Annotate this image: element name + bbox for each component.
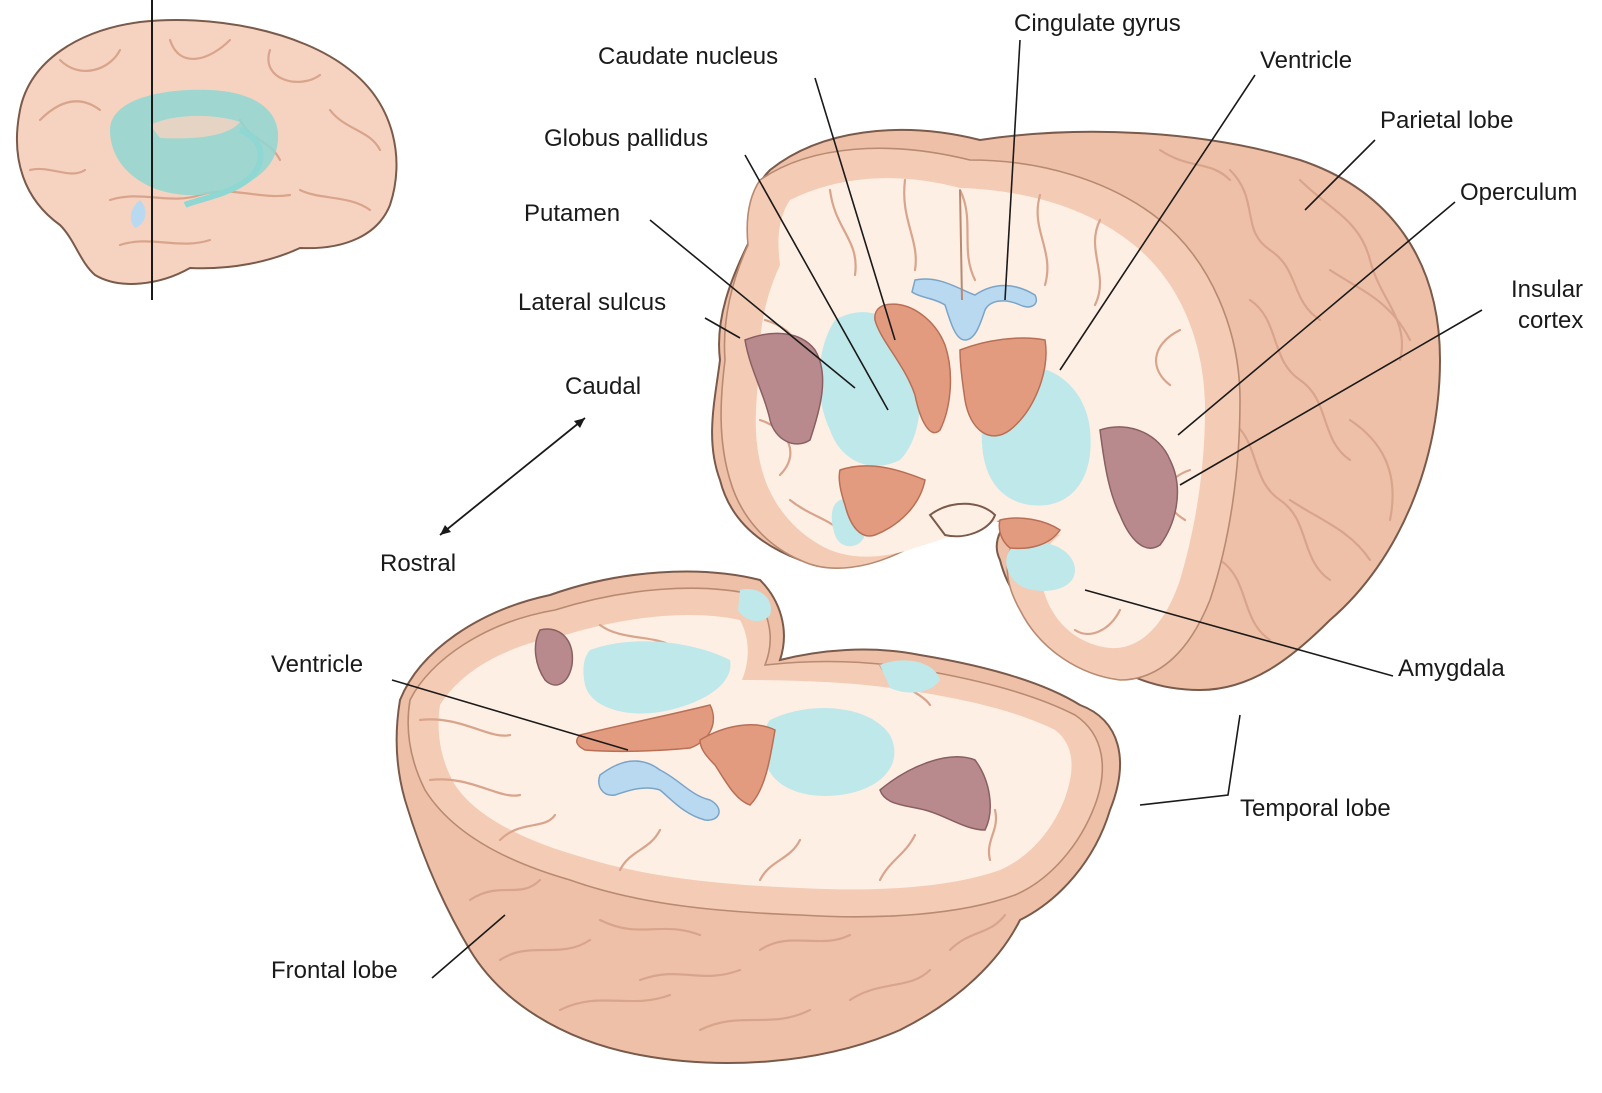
rostral-coronal-slab (395, 570, 1121, 1064)
label-cingulate-gyrus: Cingulate gyrus (1014, 10, 1181, 37)
leader-ventricle-bottom (391, 679, 629, 751)
label-frontal-lobe: Frontal lobe (271, 957, 398, 984)
labels: Cingulate gyrus Caudate nucleus Ventricl… (271, 10, 1583, 984)
leader-ventricle-top (1059, 74, 1256, 371)
leader-lateral-sulcus (704, 317, 741, 339)
label-ventricle-bottom: Ventricle (271, 651, 363, 678)
inset-brain-lateral-view (16, 0, 398, 300)
leader-caudate-nucleus (814, 77, 896, 341)
leader-frontal-lobe (431, 914, 506, 979)
label-operculum: Operculum (1460, 179, 1577, 206)
leader-globus-pallidus (744, 154, 889, 411)
orientation-arrow (439, 417, 586, 536)
leader-temporal-lobe (1139, 714, 1241, 806)
label-ventricle-top: Ventricle (1260, 47, 1352, 74)
leader-operculum (1177, 201, 1456, 436)
label-rostral: Rostral (380, 550, 456, 577)
label-globus-pallidus: Globus pallidus (544, 125, 708, 152)
label-lateral-sulcus: Lateral sulcus (518, 289, 666, 316)
label-insular-cortex-line2: cortex (1518, 307, 1583, 334)
leader-lines (391, 39, 1483, 979)
leader-insular-cortex (1179, 309, 1483, 486)
label-putamen: Putamen (524, 200, 620, 227)
label-caudal: Caudal (565, 373, 641, 400)
caudal-coronal-slab (711, 129, 1442, 692)
leader-parietal-lobe (1304, 139, 1376, 211)
label-temporal-lobe: Temporal lobe (1240, 795, 1391, 822)
label-caudate-nucleus: Caudate nucleus (598, 43, 778, 70)
leader-putamen (649, 219, 856, 389)
leader-cingulate-gyrus (1004, 39, 1021, 301)
label-insular-cortex-line1: Insular (1511, 276, 1583, 303)
label-parietal-lobe: Parietal lobe (1380, 107, 1513, 134)
leader-amygdala (1084, 589, 1394, 677)
label-amygdala: Amygdala (1398, 655, 1505, 682)
